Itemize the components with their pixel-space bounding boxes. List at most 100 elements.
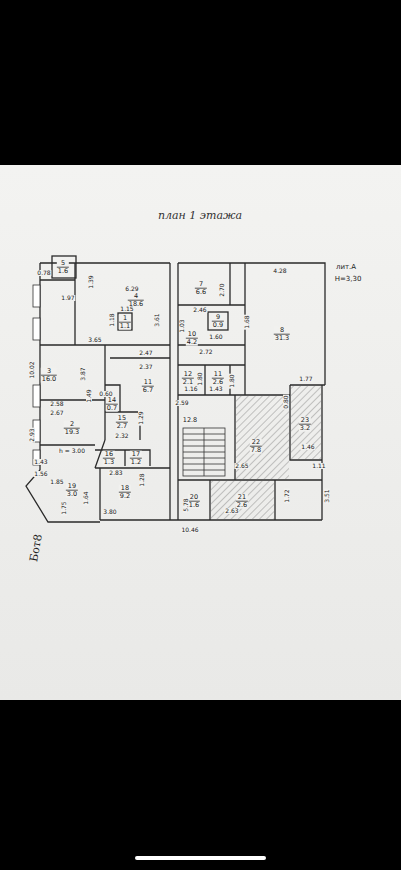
- dimension-label: 2.46: [192, 307, 207, 313]
- room-label: 171.2: [130, 451, 142, 466]
- dimension-label: 1.56: [33, 471, 48, 477]
- room-label: 76.6: [195, 281, 207, 296]
- dimension-label: 1.28: [139, 472, 145, 487]
- dimension-label: 1.68: [244, 314, 250, 329]
- room-area: 1.1: [119, 322, 131, 330]
- room-number: 20: [188, 494, 200, 501]
- dimension-label: 1.16: [183, 386, 198, 392]
- dimension-label: 1.18: [109, 312, 115, 327]
- dimension-label: 1.97: [60, 295, 75, 301]
- room-label: 316.0: [41, 368, 57, 383]
- room-area: 3.2: [299, 424, 311, 432]
- dimension-label: 0.78: [36, 270, 51, 276]
- dimension-label: 2.58: [49, 401, 64, 407]
- dimension-label: 10.02: [29, 360, 35, 379]
- room-number: 23: [299, 417, 311, 424]
- dimension-label: 1.72: [284, 488, 290, 503]
- room-area: 1.2: [130, 458, 142, 466]
- room-number: 7: [195, 281, 207, 288]
- dimension-label: 1.03: [179, 318, 185, 333]
- room-area: 12.8: [182, 417, 198, 424]
- dimension-label: 1.60: [208, 334, 223, 340]
- dimension-label: 3.65: [87, 337, 102, 343]
- room-label: 212.6: [236, 494, 248, 509]
- room-label: 12.8: [182, 417, 198, 424]
- dimension-label: h = 3.00: [58, 448, 86, 454]
- room-area: 1.3: [103, 458, 115, 466]
- room-area: 1.6: [188, 501, 200, 509]
- home-indicator: [135, 856, 266, 860]
- dimension-label: 2.65: [234, 463, 249, 469]
- room-number: 5: [57, 260, 69, 267]
- room-area: 0.7: [106, 404, 118, 412]
- room-area: 4.2: [186, 338, 198, 346]
- plan-title: план 1 этажа: [158, 209, 242, 222]
- room-number: 22: [250, 439, 262, 446]
- room-area: 6.7: [142, 386, 154, 394]
- room-number: 15: [116, 415, 128, 422]
- room-label: 219.3: [64, 421, 80, 436]
- dimension-label: 4.28: [272, 268, 287, 274]
- room-number: 9: [212, 314, 224, 321]
- dimension-label: 3.61: [154, 312, 160, 327]
- plan-note: Н=3,30: [334, 276, 363, 283]
- dimension-label: 2.47: [138, 350, 153, 356]
- room-label: 193.0: [66, 483, 78, 498]
- room-area: 1.6: [57, 267, 69, 275]
- dimension-label: 10.46: [180, 527, 199, 533]
- dimension-label: 2.67: [49, 410, 64, 416]
- room-number: 4: [128, 293, 144, 300]
- room-number: 21: [236, 494, 248, 501]
- dimension-label: 2.83: [108, 470, 123, 476]
- room-label: 227.8: [250, 439, 262, 454]
- room-area: 19.3: [64, 428, 80, 436]
- dimension-label: 2.70: [219, 282, 225, 297]
- dimension-label: 1.64: [83, 490, 89, 505]
- room-number: 8: [274, 327, 290, 334]
- room-number: 12: [182, 371, 194, 378]
- room-number: 3: [41, 368, 57, 375]
- room-label: 201.6: [188, 494, 200, 509]
- room-label: 122.1: [182, 371, 194, 386]
- dimension-label: 1.80: [197, 371, 203, 386]
- dimension-label: 3.51: [324, 488, 330, 503]
- room-label: 116.7: [142, 379, 154, 394]
- room-number: 11: [142, 379, 154, 386]
- room-area: 3.0: [66, 490, 78, 498]
- room-area: 2.6: [212, 378, 224, 386]
- room-area: 16.0: [41, 375, 57, 383]
- room-area: 6.6: [195, 288, 207, 296]
- dimension-label: 1.29: [138, 410, 144, 425]
- dimension-label: 1.43: [33, 459, 48, 465]
- dimension-label: 1.39: [88, 274, 94, 289]
- dimension-label: 1.77: [298, 376, 313, 382]
- dimension-label: 1.75: [61, 500, 67, 515]
- room-area: 2.7: [116, 422, 128, 430]
- dimension-label: 1.46: [300, 444, 315, 450]
- dimension-label: 2.59: [174, 400, 189, 406]
- dimension-label: 1.15: [119, 306, 134, 312]
- room-label: 140.7: [106, 397, 118, 412]
- room-number: 2: [64, 421, 80, 428]
- dimension-label: 2.93: [29, 427, 35, 442]
- room-label: 152.7: [116, 415, 128, 430]
- dimension-label: 0.60: [98, 391, 113, 397]
- dimension-label: 3.87: [80, 366, 86, 381]
- room-number: 19: [66, 483, 78, 490]
- room-label: 90.9: [212, 314, 224, 329]
- plan-note: лит.А: [335, 264, 357, 271]
- room-number: 11: [212, 371, 224, 378]
- paper-sheet: [0, 165, 401, 700]
- room-number: 10: [186, 331, 198, 338]
- room-number: 18: [119, 485, 131, 492]
- room-number: 14: [106, 397, 118, 404]
- dimension-label: 1.43: [208, 386, 223, 392]
- dimension-label: 0.80: [283, 394, 289, 409]
- dimension-label: 1.11: [311, 463, 326, 469]
- hatched-rooms: [211, 386, 321, 519]
- room-number: 1: [119, 315, 131, 322]
- dimension-label: 1.80: [229, 373, 235, 388]
- dimension-label: 2.32: [114, 433, 129, 439]
- walls: [26, 256, 325, 522]
